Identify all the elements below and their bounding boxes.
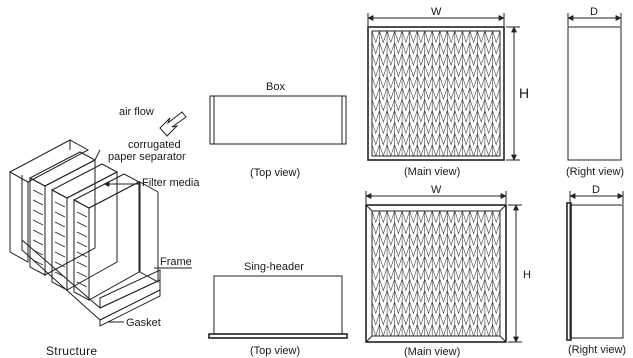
singheader-main-view	[365, 191, 522, 343]
box-height-dim: H	[519, 85, 530, 101]
separator-label-line1: corrugated	[128, 139, 181, 151]
filter-pack-2	[50, 163, 119, 291]
airflow-label: air flow	[119, 106, 154, 118]
filter-pack-1	[28, 151, 97, 276]
pleat-mesh	[371, 210, 501, 337]
box-right-view	[567, 13, 622, 161]
singheader-right-view	[566, 191, 624, 341]
gasket-label: Gasket	[126, 317, 161, 329]
frame-label: Frame	[160, 256, 192, 268]
singheader-height-dim: H	[523, 269, 531, 281]
airflow-arrow-icon	[159, 111, 187, 137]
leader-separator	[94, 149, 101, 161]
box-depth-dim: D	[590, 6, 598, 18]
structure-title: Structure	[46, 344, 98, 358]
structure-illustration	[8, 111, 192, 327]
singheader-top-view	[208, 275, 348, 339]
singheader-top-view-caption: (Top view)	[250, 345, 301, 357]
singheader-width-dim: W	[431, 184, 442, 196]
box-type-label: Box	[266, 81, 285, 93]
pleat-mesh	[371, 30, 501, 157]
singheader-depth-dim: D	[592, 184, 600, 196]
box-main-view	[367, 13, 520, 161]
box-top-view	[209, 95, 347, 145]
box-main-view-caption: (Main view)	[404, 166, 461, 178]
singheader-right-view-caption: (Right view)	[568, 344, 627, 356]
box-right-view-caption: (Right view)	[566, 166, 625, 178]
box-top-view-caption: (Top view)	[250, 167, 301, 179]
filter-media-label: Filter media	[142, 177, 200, 189]
filter-pack-3	[72, 173, 141, 301]
singheader-main-view-caption: (Main view)	[404, 346, 461, 358]
box-width-dim: W	[431, 6, 442, 18]
singheader-type-label: Sing-header	[244, 261, 304, 273]
separator-label-line2: paper separator	[108, 151, 186, 163]
